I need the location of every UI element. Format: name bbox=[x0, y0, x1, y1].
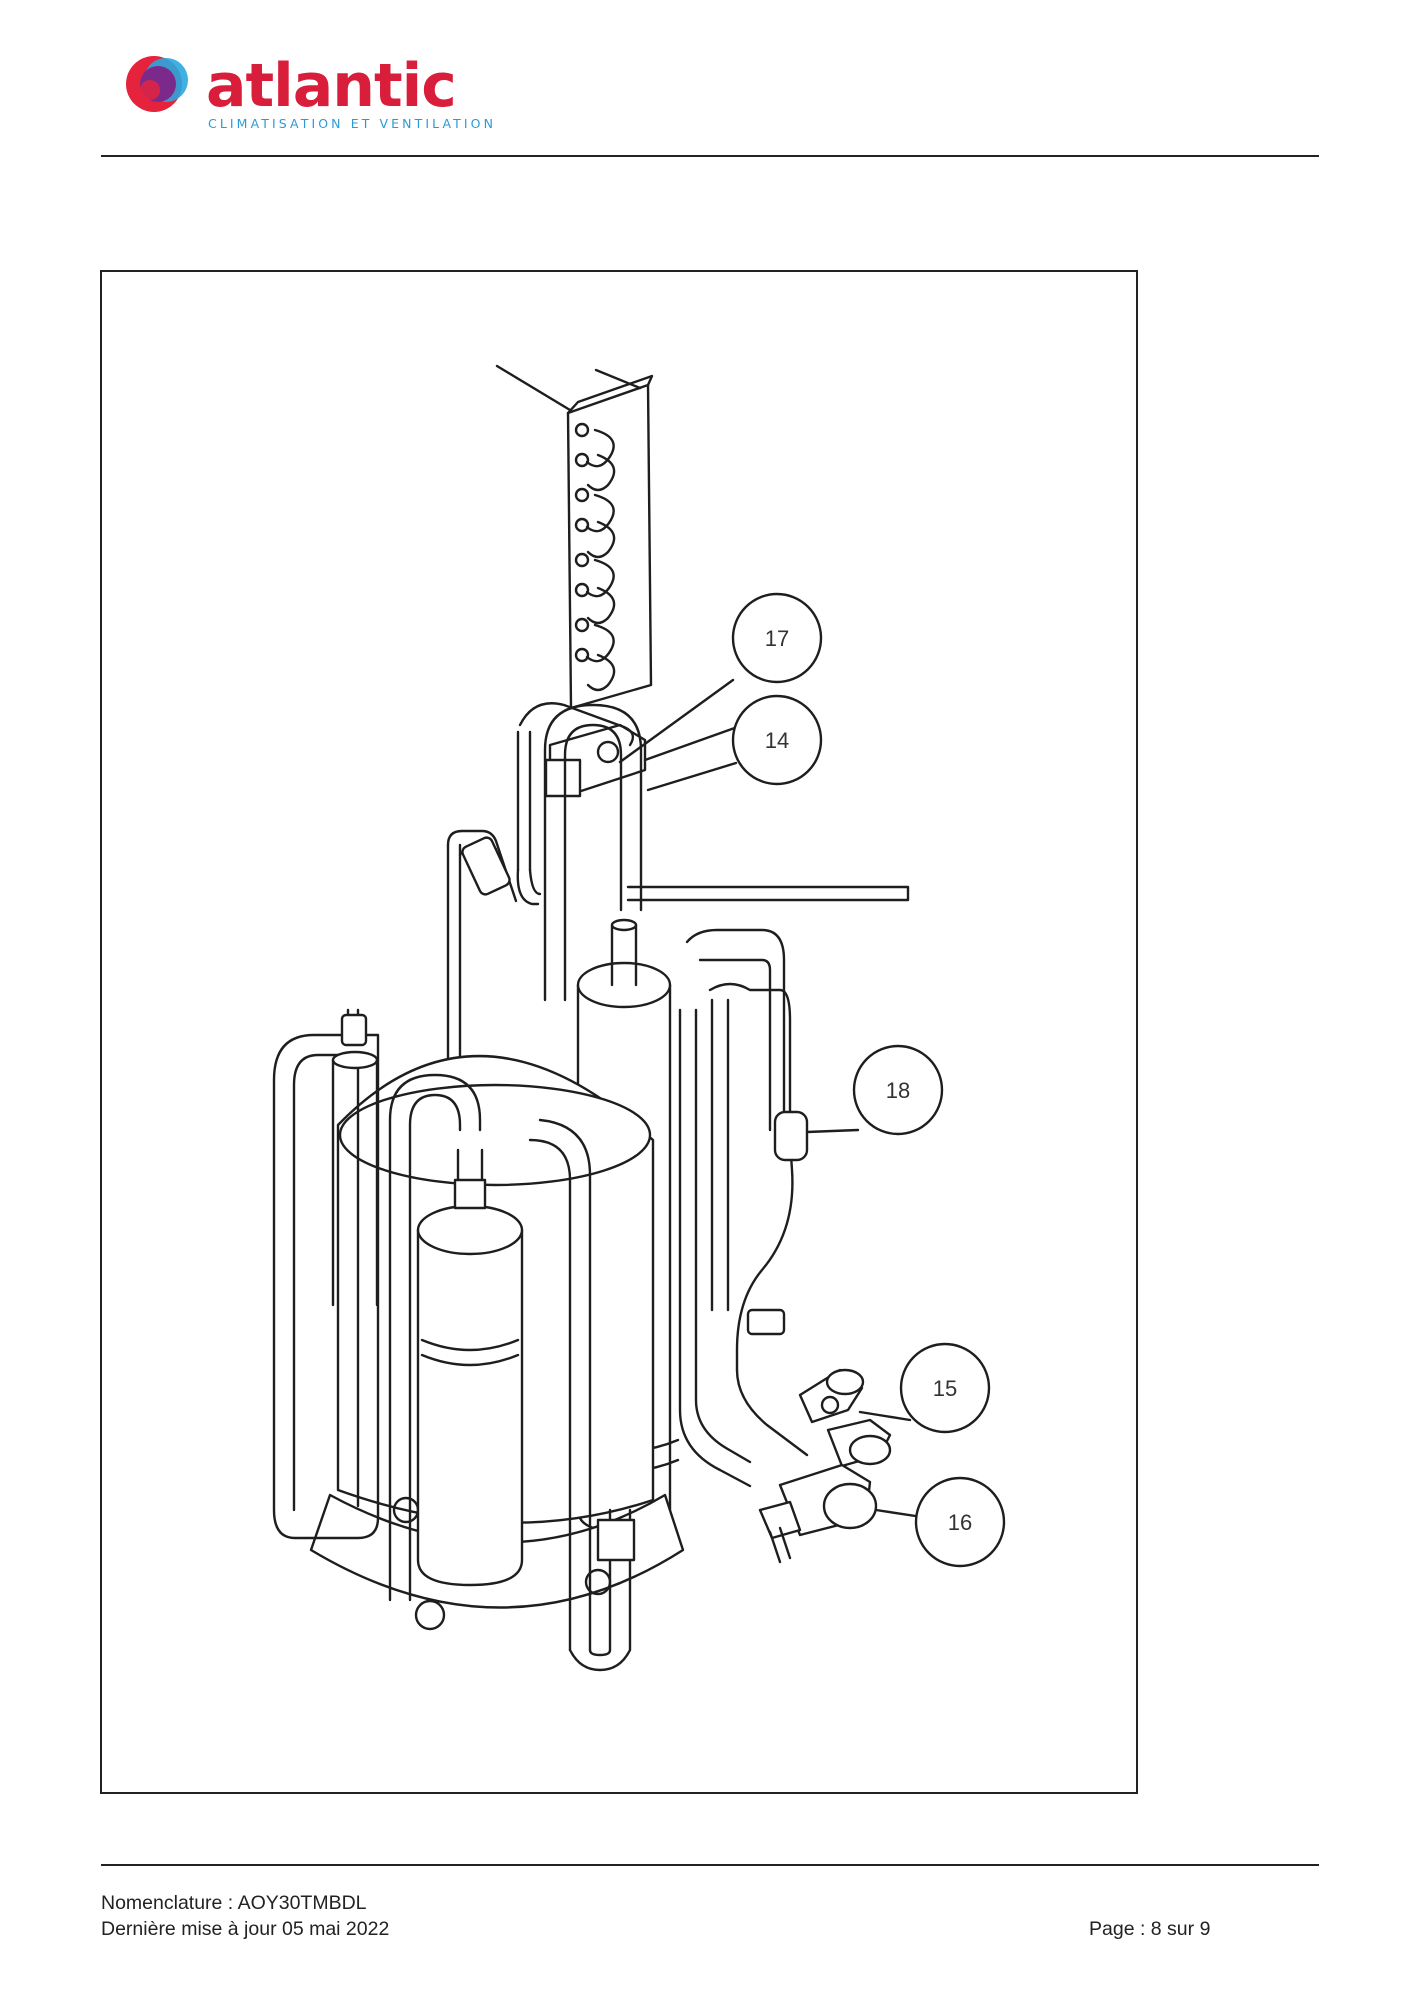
callout-14 bbox=[731, 694, 823, 786]
callout-18-label: 18 bbox=[886, 1078, 910, 1103]
callout-14-label: 14 bbox=[765, 728, 789, 753]
callout-17-label: 17 bbox=[765, 626, 789, 651]
callout-15 bbox=[899, 1342, 991, 1434]
footer-divider bbox=[101, 1864, 1319, 1866]
callout-18 bbox=[852, 1044, 944, 1136]
footer-last-update: Dernière mise à jour 05 mai 2022 bbox=[101, 1918, 390, 1940]
exploded-diagram: 17 14 18 15 16 bbox=[100, 270, 1138, 1794]
u-bends bbox=[574, 422, 616, 692]
brand-tagline: CLIMATISATION ET VENTILATION bbox=[208, 116, 497, 131]
brand-name: atlantic bbox=[206, 51, 457, 121]
footer-page-number: Page : 8 sur 9 bbox=[1089, 1918, 1211, 1940]
callout-15-label: 15 bbox=[933, 1376, 957, 1401]
service-valves bbox=[758, 1368, 892, 1564]
callout-17 bbox=[731, 592, 823, 684]
footer-nomenclature: Nomenclature : AOY30TMBDL bbox=[101, 1892, 367, 1914]
line-drawing bbox=[272, 364, 924, 1672]
callout-16-label: 16 bbox=[948, 1510, 972, 1535]
callout-16 bbox=[914, 1476, 1006, 1568]
callouts bbox=[731, 592, 1006, 1568]
brand-logo: atlantic CLIMATISATION ET VENTILATION bbox=[120, 44, 500, 134]
header-divider bbox=[101, 155, 1319, 157]
logo-mark-icon bbox=[126, 56, 188, 112]
compressor-assembly-drawing: 17 14 18 15 16 bbox=[100, 270, 1138, 1794]
